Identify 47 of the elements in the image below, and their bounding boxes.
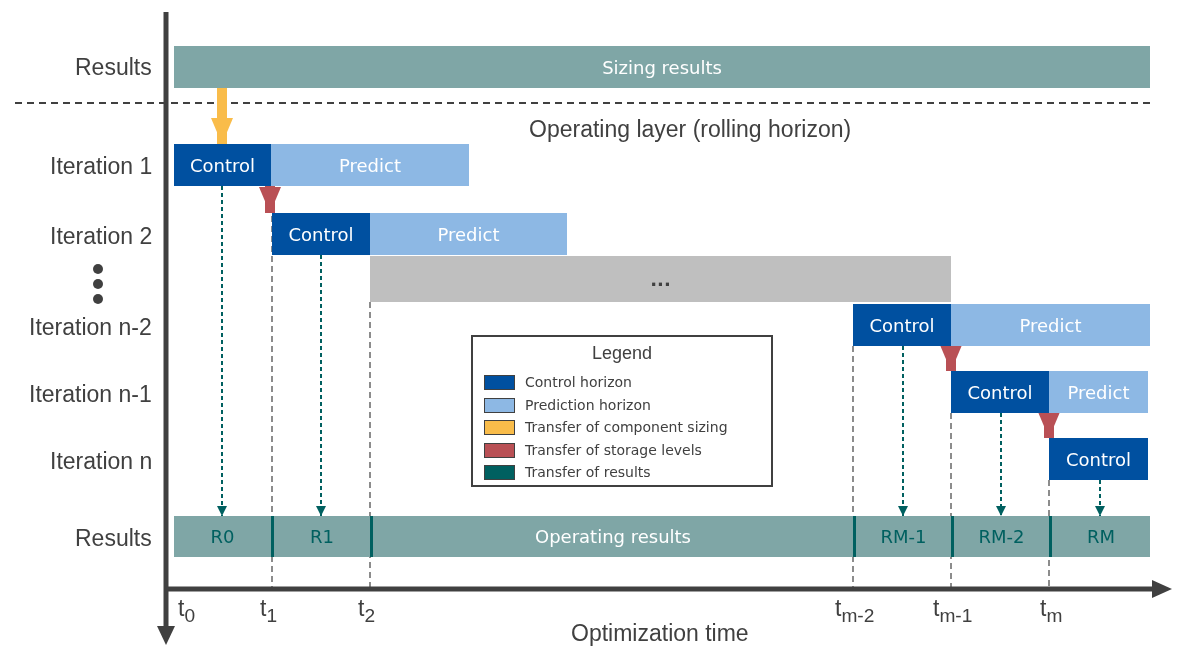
legend-title: Legend bbox=[592, 344, 653, 362]
arrow bbox=[898, 345, 908, 517]
legend-text: Transfer of results bbox=[525, 465, 651, 479]
control-bar: Control bbox=[1049, 438, 1148, 480]
control-bar: Control bbox=[951, 371, 1049, 413]
row-label: Results bbox=[75, 56, 152, 79]
layer-title: Operating layer (rolling horizon) bbox=[529, 118, 852, 141]
arrow bbox=[996, 412, 1006, 517]
operating-results-bar: Operating results bbox=[370, 516, 853, 557]
sizing-results-bar: Sizing results bbox=[174, 46, 1150, 88]
tick-label: t$_{1}$ bbox=[260, 597, 278, 625]
result-segment: R1 bbox=[271, 516, 370, 557]
tick-label: t$_{0}$ bbox=[178, 597, 196, 625]
arrow bbox=[1095, 479, 1105, 517]
legend-text: Prediction horizon bbox=[525, 397, 651, 412]
arrow bbox=[259, 186, 281, 213]
predict-bar: Predict bbox=[951, 304, 1150, 346]
ellipsis-bar: ... bbox=[370, 256, 951, 302]
arrow bbox=[940, 345, 962, 371]
predict-bar: Predict bbox=[1049, 371, 1148, 413]
row-label: Iteration 2 bbox=[50, 225, 153, 248]
arrow bbox=[316, 254, 326, 517]
tick-label: t$_{m}$ bbox=[1040, 597, 1063, 625]
row-label: Results bbox=[75, 527, 152, 550]
axis-title: Optimization time bbox=[571, 622, 749, 645]
row-label: Iteration n bbox=[50, 450, 153, 473]
arrow bbox=[211, 88, 233, 144]
result-segment: RM-2 bbox=[951, 516, 1049, 557]
tick-label: t$_{m-2}$ bbox=[835, 597, 875, 625]
control-bar: Control bbox=[272, 213, 370, 255]
result-segment: RM bbox=[1049, 516, 1150, 557]
tick-label: t$_{2}$ bbox=[358, 597, 376, 625]
control-bar: Control bbox=[174, 144, 271, 186]
control-bar: Control bbox=[853, 304, 951, 346]
legend-text: Control horizon bbox=[525, 375, 632, 389]
predict-bar: Predict bbox=[370, 213, 567, 255]
legend-text: Transfer of storage levels bbox=[525, 442, 702, 457]
legend-text: Transfer of component sizing bbox=[525, 420, 728, 434]
tick-label: t$_{m-1}$ bbox=[933, 597, 973, 625]
result-segment: R0 bbox=[174, 516, 271, 557]
predict-bar: Predict bbox=[271, 144, 469, 186]
row-label: Iteration n-2 bbox=[29, 316, 152, 339]
row-label: Iteration n-1 bbox=[29, 383, 152, 406]
result-segment: RM-1 bbox=[853, 516, 951, 557]
row-label: Iteration 1 bbox=[50, 155, 153, 178]
arrow bbox=[1038, 412, 1060, 438]
arrow bbox=[217, 185, 227, 517]
